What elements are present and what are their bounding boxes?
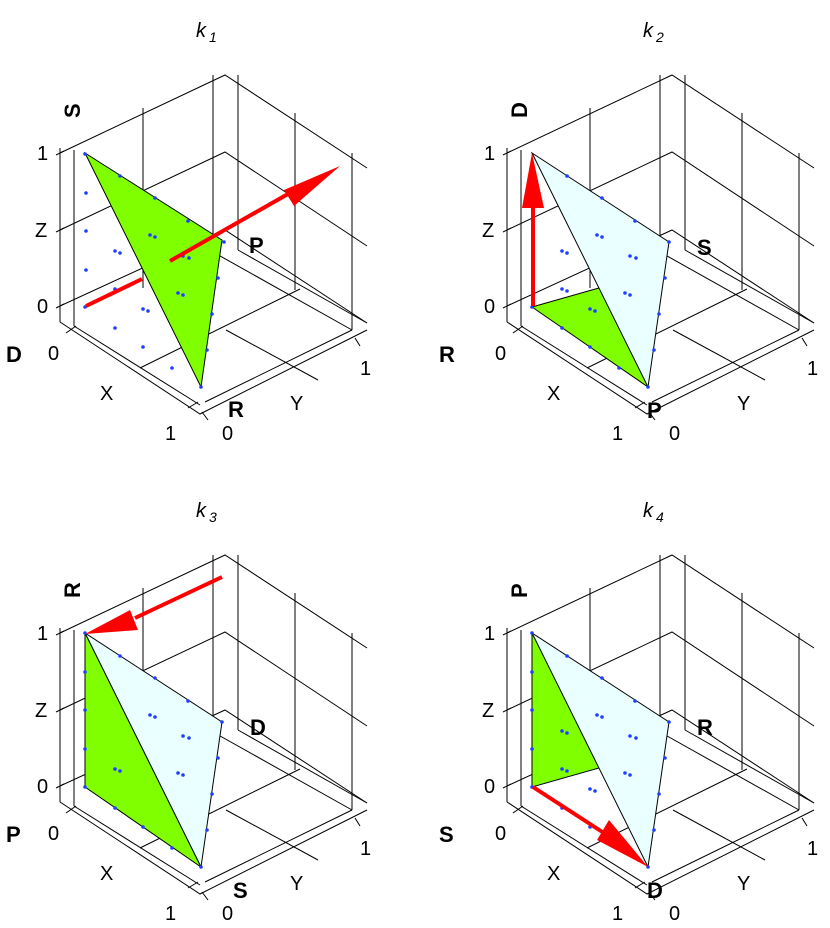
svg-text:X: X	[547, 383, 560, 405]
svg-text:1: 1	[165, 903, 176, 925]
svg-text:0: 0	[48, 823, 59, 845]
svg-text:k4: k4	[643, 500, 664, 525]
svg-text:Z: Z	[35, 220, 47, 242]
svg-text:1: 1	[484, 143, 495, 165]
svg-text:Z: Z	[482, 700, 494, 722]
right-label: D	[250, 715, 266, 740]
svg-text:1: 1	[484, 623, 495, 645]
svg-text:Z: Z	[35, 700, 47, 722]
svg-text:1: 1	[612, 903, 623, 925]
svg-text:Z: Z	[482, 220, 494, 242]
svg-text:Y: Y	[290, 393, 303, 415]
svg-text:0: 0	[484, 296, 495, 318]
svg-text:1: 1	[37, 623, 48, 645]
right-label: P	[249, 233, 264, 258]
svg-text:0: 0	[495, 343, 506, 365]
svg-text:1: 1	[807, 358, 818, 380]
red-arrow	[85, 166, 340, 308]
svg-text:k2: k2	[643, 20, 664, 45]
svg-text:Y: Y	[290, 873, 303, 895]
svg-text:0: 0	[222, 903, 233, 925]
z-axis-label: R	[60, 582, 85, 598]
svg-text:1: 1	[612, 423, 623, 445]
right-label: S	[697, 235, 712, 260]
svg-text:1: 1	[165, 423, 176, 445]
svg-text:1: 1	[807, 838, 818, 860]
z-axis-label: S	[60, 103, 85, 118]
svg-text:0: 0	[37, 776, 48, 798]
svg-text:X: X	[100, 863, 113, 885]
svg-text:0: 0	[669, 903, 680, 925]
svg-text:Y: Y	[737, 873, 750, 895]
z-axis-label: D	[507, 102, 532, 118]
bottom-label: S	[233, 878, 248, 903]
bottom-label: P	[647, 398, 662, 423]
svg-text:0: 0	[669, 423, 680, 445]
red-arrow	[531, 785, 648, 867]
svg-text:X: X	[547, 863, 560, 885]
left-label: D	[6, 342, 22, 367]
red-arrow	[522, 153, 544, 306]
svg-text:0: 0	[37, 296, 48, 318]
svg-text:0: 0	[495, 823, 506, 845]
red-arrow	[85, 575, 223, 634]
svg-text:k3: k3	[196, 500, 217, 525]
svg-text:0: 0	[48, 343, 59, 365]
svg-text:1: 1	[360, 838, 371, 860]
left-label: S	[439, 822, 454, 847]
z-axis-label: P	[507, 583, 532, 598]
svg-text:0: 0	[484, 776, 495, 798]
right-label: R	[697, 715, 713, 740]
left-label: P	[6, 822, 21, 847]
bottom-label: R	[228, 397, 244, 422]
svg-text:Y: Y	[737, 393, 750, 415]
svg-text:1: 1	[360, 358, 371, 380]
left-label: R	[439, 342, 455, 367]
svg-text:1: 1	[37, 143, 48, 165]
svg-text:X: X	[100, 383, 113, 405]
svg-text:0: 0	[222, 423, 233, 445]
bottom-label: D	[647, 878, 663, 903]
